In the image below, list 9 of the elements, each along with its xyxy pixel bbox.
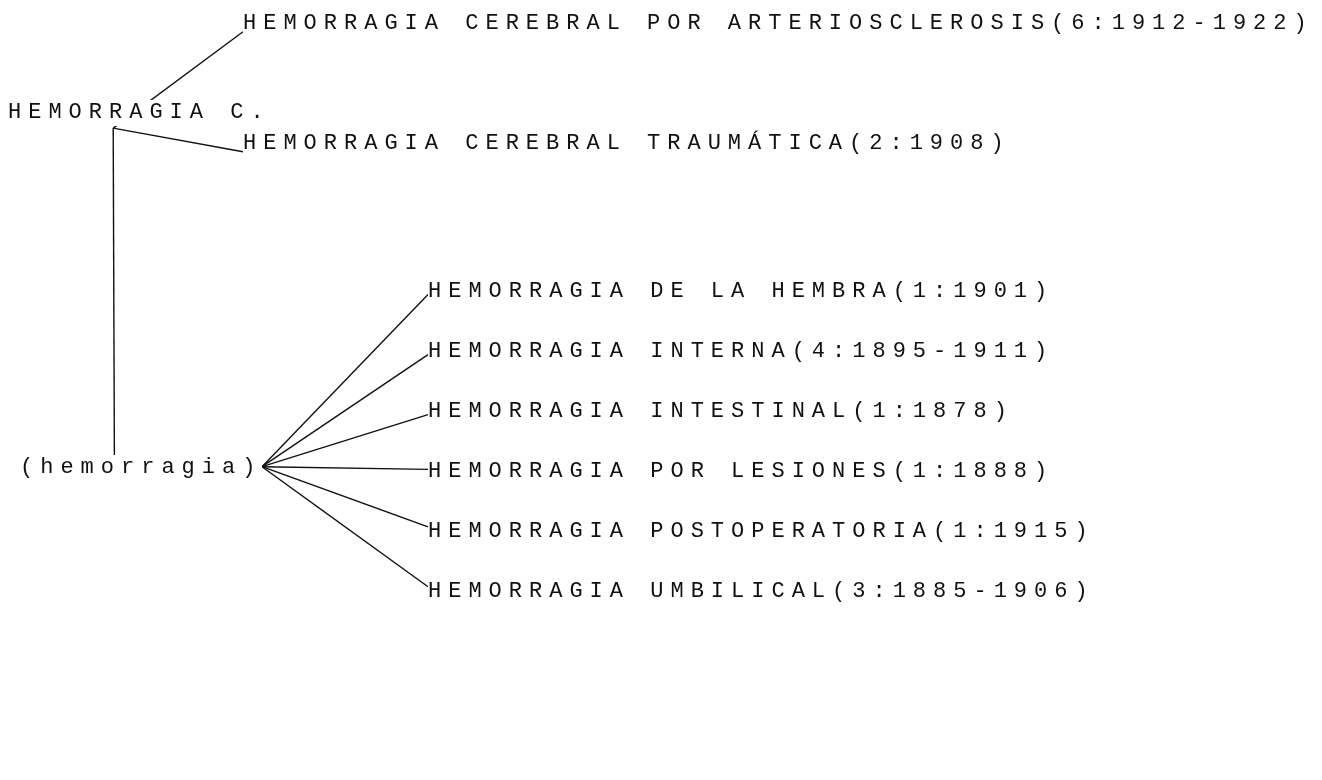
connector-line bbox=[261, 413, 429, 468]
connector-line bbox=[261, 293, 429, 468]
connector-line bbox=[261, 466, 429, 471]
connector-line bbox=[261, 353, 429, 468]
connector-line bbox=[261, 466, 429, 588]
connector-line bbox=[261, 466, 429, 528]
connector-line bbox=[112, 127, 244, 153]
node-label: (hemorragia) bbox=[20, 455, 263, 481]
connector-line bbox=[112, 127, 116, 456]
